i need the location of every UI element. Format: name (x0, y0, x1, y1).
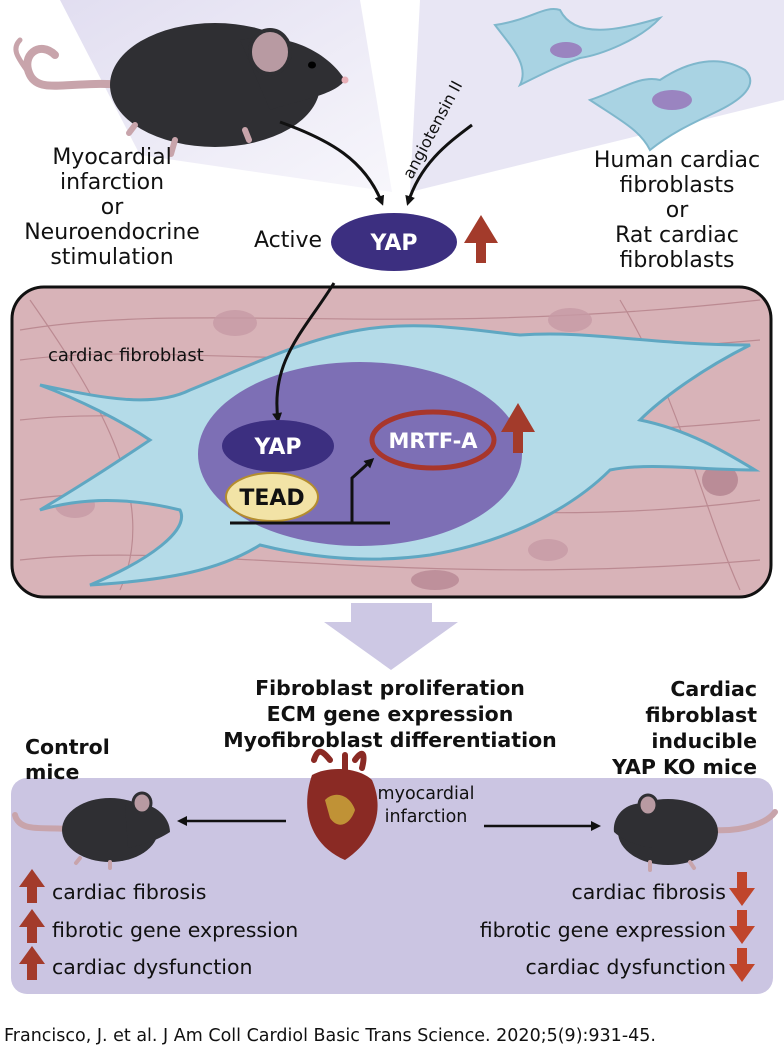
cardiac-fibroblast-label: cardiac fibroblast (48, 345, 204, 366)
ko-mouse-illustration (613, 793, 778, 872)
control-up-arrows (19, 869, 45, 980)
transcription-start-arrow (350, 457, 375, 523)
right-source-line: Human cardiac (593, 148, 761, 173)
left-source-line: infarction (59, 170, 165, 195)
ko-effect-item: cardiac dysfunction (525, 955, 726, 979)
center-infarction-label: myocardial infarction (362, 783, 490, 829)
heart-illustration (307, 748, 378, 860)
mrtf-a-ellipse (369, 409, 497, 471)
ko-effect-item: cardiac fibrosis (571, 880, 726, 904)
tissue-nucleus (213, 310, 257, 336)
right-source-line: fibroblasts (619, 173, 735, 198)
control-mouse-illustration (12, 791, 170, 870)
outcome-down-arrow (324, 603, 458, 670)
left-source-line: stimulation (50, 245, 174, 270)
control-effect-item: fibrotic gene expression (52, 917, 299, 942)
tissue-nucleus (528, 539, 568, 561)
tead-ellipse (225, 472, 319, 522)
center-label-line: infarction (384, 807, 468, 827)
ko-title-line: fibroblast (645, 703, 757, 727)
ko-title-line: YAP KO mice (612, 755, 757, 779)
left-source-line: or (100, 195, 124, 220)
control-up-arrow (19, 946, 45, 980)
control-effects: cardiac fibrosis fibrotic gene expressio… (52, 874, 298, 987)
ko-down-arrow (729, 910, 755, 944)
right-source-line: or (665, 198, 689, 223)
ko-title-line: Cardiac (670, 677, 757, 701)
citation: Francisco, J. et al. J Am Coll Cardiol B… (4, 1026, 656, 1046)
control-effect-item: cardiac fibrosis (52, 880, 207, 904)
control-up-arrow (19, 869, 45, 903)
fibroblasts-illustration (493, 8, 752, 152)
left-source-label: Myocardial infarction or Neuroendocrine … (12, 145, 212, 270)
nuclear-yap-ellipse (222, 420, 334, 472)
mouse-model-panel (11, 778, 773, 994)
outcome-item: Myofibroblast differentiation (223, 728, 557, 752)
ko-down-arrows (729, 872, 755, 982)
right-source-beam (410, 0, 784, 192)
right-source-line: Rat cardiac (615, 223, 739, 248)
tissue-nucleus (411, 570, 459, 590)
mouse-illustration (13, 23, 349, 157)
active-yap-up-arrow (464, 215, 498, 263)
tead-label: TEAD (239, 486, 304, 511)
right-source-label: Human cardiac fibroblasts or Rat cardiac… (570, 148, 784, 273)
active-yap-label: YAP (370, 231, 418, 256)
mrtf-a-up-arrow (501, 403, 535, 453)
control-up-arrow (19, 909, 45, 943)
ko-down-arrow (729, 872, 755, 906)
control-title-line: Control (25, 735, 110, 759)
tissue-nucleus (548, 308, 592, 332)
right-source-line: fibroblasts (619, 248, 735, 273)
outcome-item: ECM gene expression (266, 702, 514, 726)
active-label: Active (254, 228, 323, 253)
ko-down-arrow (729, 948, 755, 982)
tissue-nucleus (702, 464, 738, 496)
ko-title-line: inducible (651, 729, 757, 753)
left-source-line: Neuroendocrine (24, 220, 200, 245)
center-label-line: myocardial (377, 784, 475, 804)
control-title: Control mice (25, 735, 110, 785)
yap-nuclear-translocation-arrow (272, 282, 336, 423)
ko-effects: cardiac fibrosis fibrotic gene expressio… (480, 874, 726, 987)
ko-title: Cardiac fibroblast inducible YAP KO mice (612, 676, 757, 780)
outcome-item: Fibroblast proliferation (255, 676, 525, 700)
mouse-to-yap-arrow (279, 120, 385, 206)
active-yap-ellipse (331, 213, 457, 271)
control-effect-item: cardiac dysfunction (52, 955, 253, 979)
mrtf-a-label: MRTF-A (388, 429, 478, 453)
outcomes-list: Fibroblast proliferation ECM gene expres… (215, 675, 565, 753)
nuclear-yap-label: YAP (254, 435, 302, 460)
fibroblast-to-yap-arrow (405, 123, 473, 206)
ko-effect-item: fibrotic gene expression (479, 917, 726, 942)
control-title-line: mice (25, 760, 80, 784)
left-source-line: Myocardial (52, 145, 172, 170)
